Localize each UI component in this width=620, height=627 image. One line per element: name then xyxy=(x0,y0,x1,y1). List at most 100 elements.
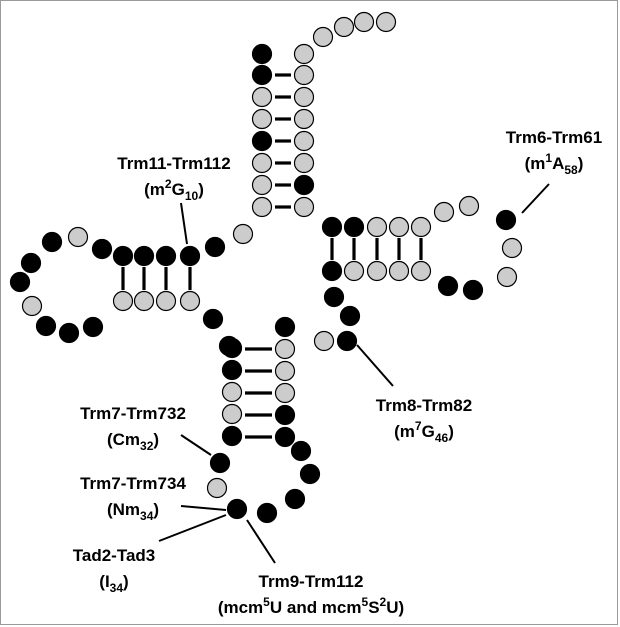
nucleotide-modified xyxy=(221,359,243,381)
nucleotide-modified xyxy=(274,316,296,338)
nucleotide-modified xyxy=(495,209,517,231)
nucleotide-unmodified xyxy=(388,260,410,282)
nucleotide-modified xyxy=(226,498,248,520)
nucleotide-unmodified xyxy=(353,11,375,33)
leader-line xyxy=(180,505,227,511)
nucleotide-modified xyxy=(209,452,231,474)
nucleotide-modified xyxy=(112,245,134,267)
nucleotide-modified xyxy=(204,236,226,258)
label-m1a58: (m1A58) xyxy=(525,151,584,177)
label-trm6-trm61: Trm6-Trm61 xyxy=(506,128,602,147)
label-nm34: (Nm34) xyxy=(107,500,159,523)
nucleotide-modified xyxy=(221,337,243,359)
nucleotide-modified xyxy=(82,316,104,338)
leader-line xyxy=(180,434,212,456)
label-i34: (I34) xyxy=(99,572,128,595)
nucleotide-unmodified xyxy=(293,152,315,174)
nucleotide-modified xyxy=(274,404,296,426)
label-trm11-trm112: Trm11-Trm112 xyxy=(117,154,230,173)
label-trm8-trm82: Trm8-Trm82 xyxy=(376,396,472,415)
nucleotide-modified xyxy=(323,286,345,308)
nucleotide-unmodified xyxy=(293,108,315,130)
nucleotide-unmodified xyxy=(251,174,273,196)
nucleotide-unmodified xyxy=(206,477,228,499)
label-m7g46: (m7G46) xyxy=(394,419,454,445)
nucleotide-modified xyxy=(251,64,273,86)
nucleotide-modified xyxy=(221,425,243,447)
nucleotide-unmodified xyxy=(21,295,43,317)
nucleotide-unmodified xyxy=(251,86,273,108)
nucleotide-modified xyxy=(293,174,315,196)
nucleotide-modified xyxy=(9,271,31,293)
nucleotide-unmodified xyxy=(251,108,273,130)
nucleotide-unmodified xyxy=(67,226,89,248)
nucleotide-modified xyxy=(339,305,361,327)
nucleotide-modified xyxy=(58,322,80,344)
label-tad2-tad3: Tad2-Tad3 xyxy=(73,546,156,565)
nucleotide-unmodified xyxy=(251,152,273,174)
nucleotide-modified xyxy=(284,488,306,510)
nucleotide-unmodified xyxy=(221,381,243,403)
nucleotide-unmodified xyxy=(251,196,273,218)
nucleotide-unmodified xyxy=(410,216,432,238)
nucleotide-unmodified xyxy=(375,11,397,33)
nucleotide-unmodified xyxy=(313,330,335,352)
nucleotide-unmodified xyxy=(366,260,388,282)
nucleotide-modified xyxy=(41,231,63,253)
leader-line xyxy=(158,514,227,542)
leader-line xyxy=(246,519,276,564)
nucleotide-unmodified xyxy=(155,290,177,312)
leader-line xyxy=(356,344,394,387)
nucleotide-unmodified xyxy=(410,260,432,282)
label-trm7-trm734: Trm7-Trm734 xyxy=(80,474,186,493)
nucleotide-unmodified xyxy=(366,216,388,238)
nucleotide-unmodified xyxy=(333,16,355,38)
nucleotides xyxy=(9,11,523,524)
nucleotide-modified xyxy=(251,130,273,152)
nucleotide-unmodified xyxy=(343,260,365,282)
label-trm9-trm112: Trm9-Trm112 xyxy=(259,572,364,591)
nucleotide-unmodified xyxy=(133,290,155,312)
nucleotide-unmodified xyxy=(312,26,334,48)
nucleotide-modified xyxy=(202,308,224,330)
nucleotide-unmodified xyxy=(496,266,518,288)
nucleotide-unmodified xyxy=(293,43,315,65)
nucleotide-unmodified xyxy=(293,130,315,152)
nucleotide-unmodified xyxy=(274,360,296,382)
nucleotide-unmodified xyxy=(274,338,296,360)
nucleotide-modified xyxy=(321,216,343,238)
nucleotide-modified xyxy=(336,330,358,352)
label-leader-lines xyxy=(158,183,550,564)
nucleotide-modified xyxy=(343,216,365,238)
nucleotide-modified xyxy=(91,238,113,260)
nucleotide-modified xyxy=(437,275,459,297)
nucleotide-modified xyxy=(20,252,42,274)
nucleotide-modified xyxy=(35,315,57,337)
label-mcm5u-mcm5s2u: (mcm5U and mcm5S2U) xyxy=(218,595,404,617)
nucleotide-modified xyxy=(155,245,177,267)
nucleotide-unmodified xyxy=(179,290,201,312)
nucleotide-unmodified xyxy=(232,223,254,245)
nucleotide-unmodified xyxy=(433,201,455,223)
nucleotide-modified xyxy=(321,260,343,282)
label-cm32: (Cm32) xyxy=(107,430,159,453)
label-m2g10: (m2G10) xyxy=(144,177,204,203)
nucleotide-unmodified xyxy=(293,64,315,86)
nucleotide-unmodified xyxy=(501,237,523,259)
nucleotide-modified xyxy=(251,43,273,65)
nucleotide-unmodified xyxy=(293,196,315,218)
nucleotide-modified xyxy=(256,502,278,524)
nucleotide-modified xyxy=(290,440,312,462)
nucleotide-modified xyxy=(462,279,484,301)
leader-line xyxy=(180,202,188,245)
base-pair-bonds xyxy=(121,73,423,439)
nucleotide-unmodified xyxy=(274,382,296,404)
nucleotide-unmodified xyxy=(458,195,480,217)
label-trm7-trm732: Trm7-Trm732 xyxy=(80,404,186,423)
nucleotide-modified xyxy=(274,426,296,448)
nucleotide-modified xyxy=(179,245,201,267)
nucleotide-unmodified xyxy=(221,403,243,425)
nucleotide-unmodified xyxy=(112,290,134,312)
